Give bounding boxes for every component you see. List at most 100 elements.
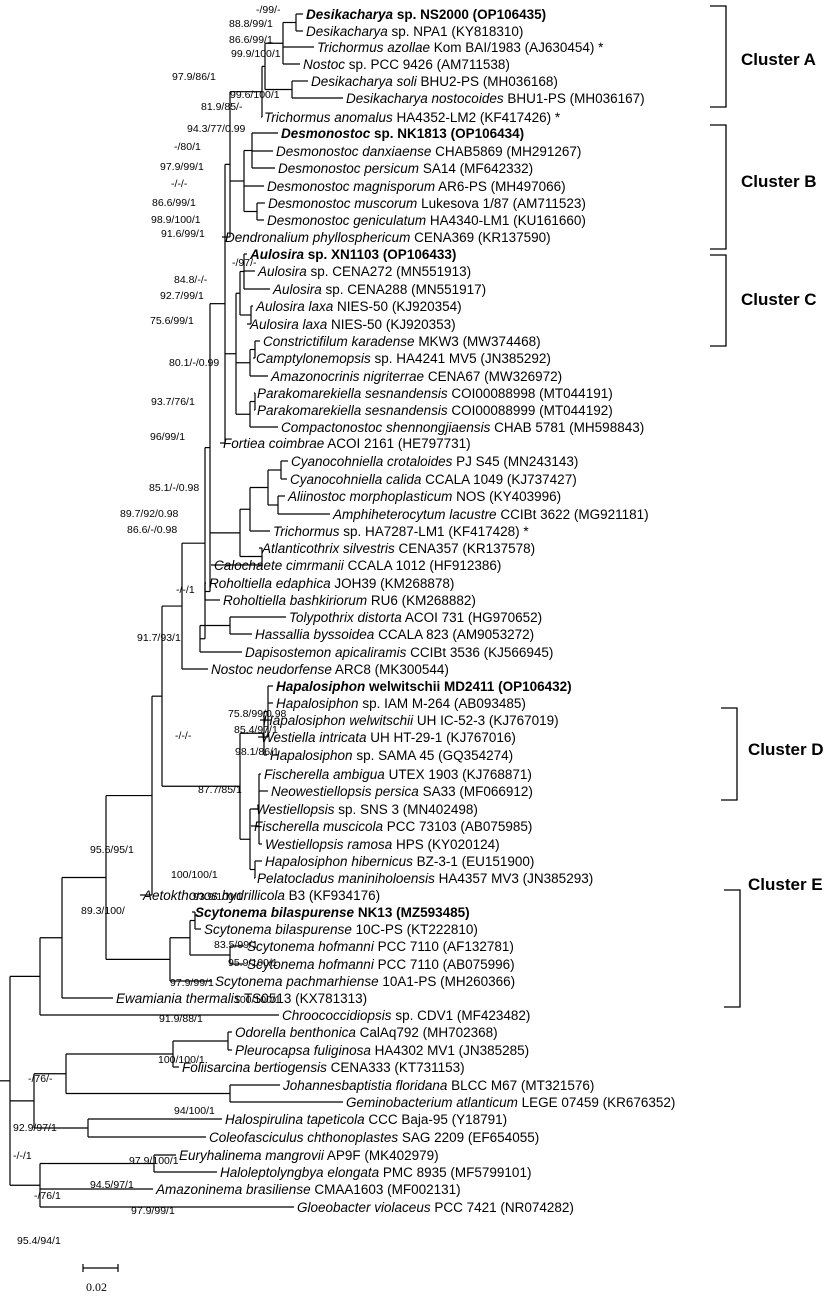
taxon-strain: JOH39 (KM268878) — [331, 576, 455, 591]
taxon-label: Aulosira sp. CENA288 (MN551917) — [272, 282, 486, 297]
taxon-genus: Hapalosiphon welwitschii — [263, 713, 414, 728]
taxon-label: Foliisarcina bertiogensis CENA333 (KT731… — [182, 1060, 465, 1075]
taxon-strain: TS0513 (KX781313) — [241, 991, 368, 1006]
taxon-label: Westiellopsis sp. SNS 3 (MN402498) — [256, 802, 478, 817]
support-value: 84.8/-/- — [174, 274, 208, 286]
taxon-genus: Desikacharya — [306, 24, 388, 39]
taxon-strain: CHAB5869 (MH291267) — [431, 144, 581, 159]
taxon-marker: * — [551, 110, 561, 125]
taxon-label: Odorella benthonica CalAq792 (MH702368) — [235, 1025, 498, 1040]
support-values: -/99/-88.8/99/186.6/99/199.9/100/197.9/8… — [13, 4, 287, 1247]
cluster-bracket — [724, 889, 741, 1008]
taxon-strain: B3 (KF934176) — [285, 888, 380, 903]
taxon-label: Dapisostemon apicaliramis CCIBt 3536 (KJ… — [245, 645, 553, 660]
taxon-genus: Scytonema pachmarhiense — [215, 974, 379, 989]
taxon-label: Neowestiellopsis persica SA33 (MF066912) — [271, 784, 533, 799]
taxon-genus: Hassallia byssoidea — [255, 627, 375, 642]
taxon-genus: Fortiea coimbrae — [223, 436, 324, 451]
taxon-genus: Westiellopsis ramosa — [265, 837, 393, 852]
support-value: 97.9/99/1 — [170, 977, 214, 989]
taxon-label: Desikacharya sp. NS2000 (OP106435) — [306, 7, 546, 22]
cluster-label: Cluster B — [741, 172, 817, 191]
taxon-strain: PCC 73103 (AB075985) — [383, 819, 532, 834]
taxon-label: Aetokthonos hydrillicola B3 (KF934176) — [142, 888, 380, 903]
cluster-label: Cluster E — [748, 875, 823, 894]
support-value: 83.5/99/1 — [214, 939, 258, 951]
taxon-label: Roholtiella edaphica JOH39 (KM268878) — [209, 576, 454, 591]
taxon-label: Compactonostoc shennongjiaensis CHAB 578… — [281, 420, 644, 435]
taxon-genus: Johannesbaptistia floridana — [282, 1078, 448, 1093]
support-value: -/80/1 — [174, 141, 201, 153]
taxon-genus: Desmonostoc — [281, 126, 371, 141]
taxon-label: Hapalosiphon welwitschii UH IC-52-3 (KJ7… — [263, 713, 559, 728]
support-value: 89.7/92/0.98 — [120, 508, 179, 520]
taxon-genus: Westiellopsis — [256, 802, 335, 817]
support-value: 92.7/99/1 — [160, 290, 204, 302]
taxon-strain: sp. HA4241 MV5 (JN385292) — [371, 351, 551, 366]
taxon-genus: Nostoc neudorfense — [211, 662, 332, 677]
support-value: -/97/- — [232, 257, 257, 269]
support-value: 97.9/99/1 — [131, 1205, 175, 1217]
taxon-label: Chroococcidiopsis sp. CDV1 (MF423482) — [282, 1008, 530, 1023]
taxon-strain: 10C-PS (KT222810) — [352, 922, 478, 937]
cluster-label: Cluster C — [741, 290, 817, 309]
taxon-genus: Desikacharya nostocoides — [346, 91, 504, 106]
taxon-genus: Aulosira laxa — [255, 299, 334, 314]
taxon-genus: Dapisostemon apicaliramis — [245, 645, 407, 660]
support-value: 100/100/1 — [158, 1054, 205, 1066]
taxon-strain: BHU1-PS (MH036167) — [504, 91, 645, 106]
support-value: 91.7/93/1 — [137, 632, 181, 644]
support-value: 97.9/100/1 — [129, 1155, 179, 1167]
taxon-label: Trichormus anomalus HA4352-LM2 (KF417426… — [264, 110, 561, 125]
taxon-genus: Aulosira — [257, 264, 307, 279]
taxon-label: Desikacharya sp. NPA1 (KY818310) — [306, 24, 523, 39]
taxon-genus: Calochaete cimrmanii — [214, 558, 345, 573]
taxon-strain: NIES-50 (KJ920354) — [333, 299, 461, 314]
taxon-label: Dendronalium phyllosphericum CENA369 (KR… — [225, 230, 551, 245]
taxon-strain: BHU2-PS (MH036168) — [417, 74, 558, 89]
taxon-strain: BLCC M67 (MT321576) — [447, 1078, 594, 1093]
taxon-label: Desmonostoc persicum SA14 (MF642332) — [278, 161, 533, 176]
taxon-labels: Desikacharya sp. NS2000 (OP106435) Desika… — [116, 7, 675, 1215]
taxon-genus: Trichormus anomalus — [264, 110, 393, 125]
taxon-strain: ARC8 (MK300544) — [332, 662, 449, 677]
taxon-label: Gloeobacter violaceus PCC 7421 (NR074282… — [297, 1200, 574, 1215]
support-value: 88.8/99/1 — [229, 18, 273, 30]
support-value: 99.9/100/1 — [231, 48, 281, 60]
scale-bar: 0.02 — [82, 1264, 119, 1294]
taxon-label: Camptylonemopsis sp. HA4241 MV5 (JN38529… — [256, 351, 551, 366]
taxon-genus: Trichormus azollae — [317, 40, 430, 55]
taxon-strain: NK13 (MZ593485) — [354, 905, 470, 920]
taxon-genus: Roholtiella edaphica — [209, 576, 331, 591]
taxon-label: Aulosira sp. XN1103 (OP106433) — [249, 247, 456, 262]
taxon-strain: CCIBt 3536 (KJ566945) — [406, 645, 553, 660]
taxon-genus: Coleofasciculus chthonoplastes — [209, 1130, 398, 1145]
taxon-label: Aulosira sp. CENA272 (MN551913) — [257, 264, 471, 279]
taxon-label: Westiella intricata UH HT-29-1 (KJ767016… — [261, 730, 516, 745]
taxon-label: Desikacharya nostocoides BHU1-PS (MH0361… — [346, 91, 645, 106]
support-value: 80.1/-/0.99 — [169, 357, 219, 369]
support-value: 75.6/99/1 — [150, 315, 194, 327]
support-value: 93.9/100/1 — [193, 891, 243, 903]
taxon-label: Aliinostoc morphoplasticum NOS (KY403996… — [287, 489, 561, 504]
taxon-strain: sp. SNS 3 (MN402498) — [335, 802, 478, 817]
support-value: 92.9/97/1 — [13, 1122, 57, 1134]
taxon-label: Johannesbaptistia floridana BLCC M67 (MT… — [282, 1078, 594, 1093]
taxon-strain: RU6 (KM268882) — [367, 593, 476, 608]
taxon-genus: Halospirulina tapeticola — [225, 1112, 365, 1127]
taxon-genus: Scytonema bilaspurense — [195, 905, 355, 920]
taxon-strain: CENA333 (KT731153) — [327, 1060, 465, 1075]
support-value: -/-/1 — [13, 1150, 32, 1162]
taxon-label: Parakomarekiella sesnandensis COI0008899… — [257, 403, 613, 418]
taxon-genus: Ewamiania thermalis — [116, 991, 241, 1006]
taxon-genus: Tolypothrix distorta — [289, 610, 402, 625]
taxon-label: Scytonema pachmarhiense 10A1-PS (MH26036… — [215, 974, 515, 989]
taxon-strain: NIES-50 (KJ920353) — [327, 317, 455, 332]
taxon-label: Fischerella ambigua UTEX 1903 (KJ768871) — [264, 767, 532, 782]
taxon-genus: Aliinostoc morphoplasticum — [287, 489, 452, 504]
cluster-bracket — [721, 707, 738, 801]
taxon-genus: Desmonostoc geniculatum — [267, 213, 426, 228]
cluster-bracket — [710, 5, 727, 108]
taxon-genus: Roholtiella bashkiriorum — [223, 593, 367, 608]
